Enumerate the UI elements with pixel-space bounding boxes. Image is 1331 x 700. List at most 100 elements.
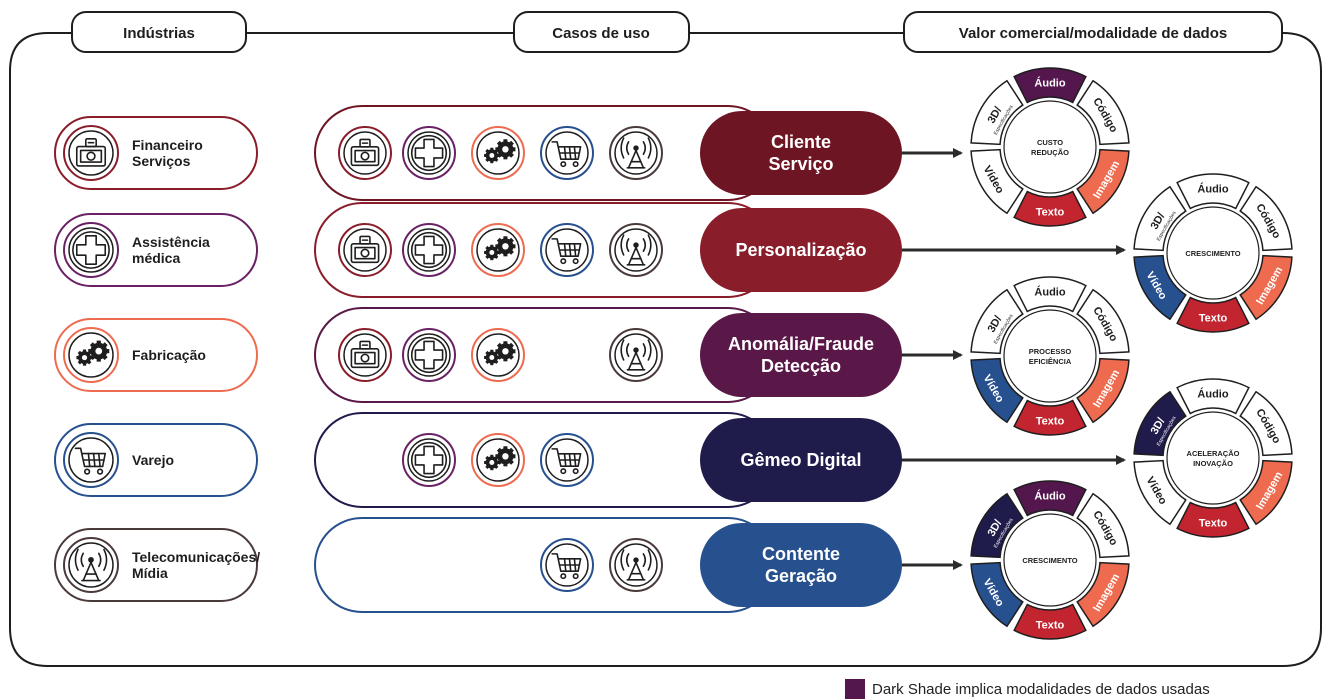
modality-segment [1176, 173, 1250, 210]
medical-cross-icon [63, 222, 119, 278]
gears-icon [471, 223, 525, 277]
use-case-label: Personalização [735, 240, 866, 260]
ring-center-label: CRESCIMENTO [1185, 249, 1240, 258]
use-case-label-line: Personalização [735, 240, 866, 260]
industry-label-line: Assistência [132, 234, 210, 250]
modality-segment [970, 79, 1024, 146]
modality-segment [1239, 254, 1293, 321]
modality-segment [1239, 459, 1293, 526]
modality-segment [1076, 79, 1130, 146]
ring-center [1003, 100, 1097, 194]
gears-icon [471, 126, 525, 180]
use-case-label-line: Cliente [771, 132, 831, 152]
use-case-label-line: Gêmeo Digital [740, 450, 861, 470]
header-use-cases: Casos de uso [513, 11, 690, 53]
antenna-icon [609, 126, 663, 180]
shopping-cart-icon [540, 126, 594, 180]
modality-label: Texto [1036, 620, 1065, 632]
use-case-label-line: Serviço [768, 154, 833, 174]
modality-segment [1076, 492, 1130, 559]
outer-frame [9, 32, 1322, 667]
modality-label: Áudio [1197, 388, 1228, 401]
ring-center-label-line: PROCESSO [1029, 347, 1072, 356]
ring-center-label-line: CUSTO [1037, 138, 1063, 147]
industry-label-line: Financeiro [132, 137, 203, 153]
legend: Dark Shade implica modalidades de dados … [845, 679, 1210, 699]
value-ring-2: CódigoImagemTextoVídeo3D/EspecificaçõesÁ… [1133, 173, 1293, 333]
antenna-icon [609, 538, 663, 592]
use-case-4: Gêmeo Digital [314, 412, 902, 508]
use-case-label-line: Detecção [761, 356, 841, 376]
modality-segment [1076, 357, 1130, 424]
modality-segment [970, 288, 1024, 355]
modality-label: Texto [1036, 207, 1065, 219]
use-case-pill [700, 523, 902, 607]
shopping-cart-icon [540, 538, 594, 592]
modality-segment [1133, 185, 1187, 252]
industry-3: Fabricação [54, 318, 258, 392]
antenna-icon [609, 328, 663, 382]
shopping-cart-icon [540, 433, 594, 487]
modality-segment [1076, 148, 1130, 215]
industry-label-line: Fabricação [132, 347, 206, 363]
value-ring-5: CódigoImagemTextoVídeo3D/EspecificaçõesÁ… [970, 480, 1130, 640]
gears-icon [471, 328, 525, 382]
industry-label: Varejo [132, 452, 174, 468]
modality-segment [1133, 390, 1187, 457]
value-ring-4: CódigoImagemTextoVídeo3D/EspecificaçõesÁ… [1133, 378, 1293, 538]
medical-cross-icon [402, 433, 456, 487]
ring-center [1003, 309, 1097, 403]
modality-label: Áudio [1034, 286, 1065, 299]
ring-center [1166, 206, 1260, 300]
medical-cross-icon [402, 126, 456, 180]
modality-segment [970, 357, 1024, 424]
ring-center-label-line: ACELERAÇÃO [1187, 449, 1240, 458]
use-case-label-line: Geração [765, 566, 837, 586]
industry-label-line: Serviços [132, 153, 191, 169]
modality-label: Áudio [1034, 490, 1065, 503]
shopping-cart-icon [540, 223, 594, 277]
industry-label-line: Telecomunicações/ [132, 549, 260, 565]
use-case-label-line: Contente [762, 544, 840, 564]
ring-center [1003, 513, 1097, 607]
modality-segment [1013, 190, 1087, 227]
modality-segment [1239, 390, 1293, 457]
industry-label-line: Mídia [132, 565, 168, 581]
modality-segment [1013, 67, 1087, 104]
modality-segment [970, 148, 1024, 215]
modality-segment [970, 561, 1024, 628]
modality-segment [1133, 459, 1187, 526]
modality-segment [1013, 480, 1087, 517]
modality-segment [1176, 378, 1250, 415]
modality-segment [1133, 254, 1187, 321]
value-ring-3: CódigoImagemTextoVídeo3D/EspecificaçõesÁ… [970, 276, 1130, 436]
bank-icon [338, 126, 392, 180]
bank-icon [338, 328, 392, 382]
modality-label: Áudio [1034, 77, 1065, 90]
modality-label: Texto [1199, 518, 1228, 530]
use-case-pill [700, 418, 902, 502]
modality-segment [1239, 185, 1293, 252]
ring-center-label: CRESCIMENTO [1022, 556, 1077, 565]
gears-icon [471, 433, 525, 487]
shopping-cart-icon [63, 432, 119, 488]
gears-icon [63, 327, 119, 383]
industry-4: Varejo [54, 423, 258, 497]
header-use-cases-label: Casos de uso [552, 25, 650, 42]
use-case-2: Personalização [314, 202, 902, 298]
industry-label-line: médica [132, 250, 180, 266]
industry-label: Fabricação [132, 347, 206, 363]
header-industries: Indústrias [71, 11, 247, 53]
antenna-icon [609, 223, 663, 277]
